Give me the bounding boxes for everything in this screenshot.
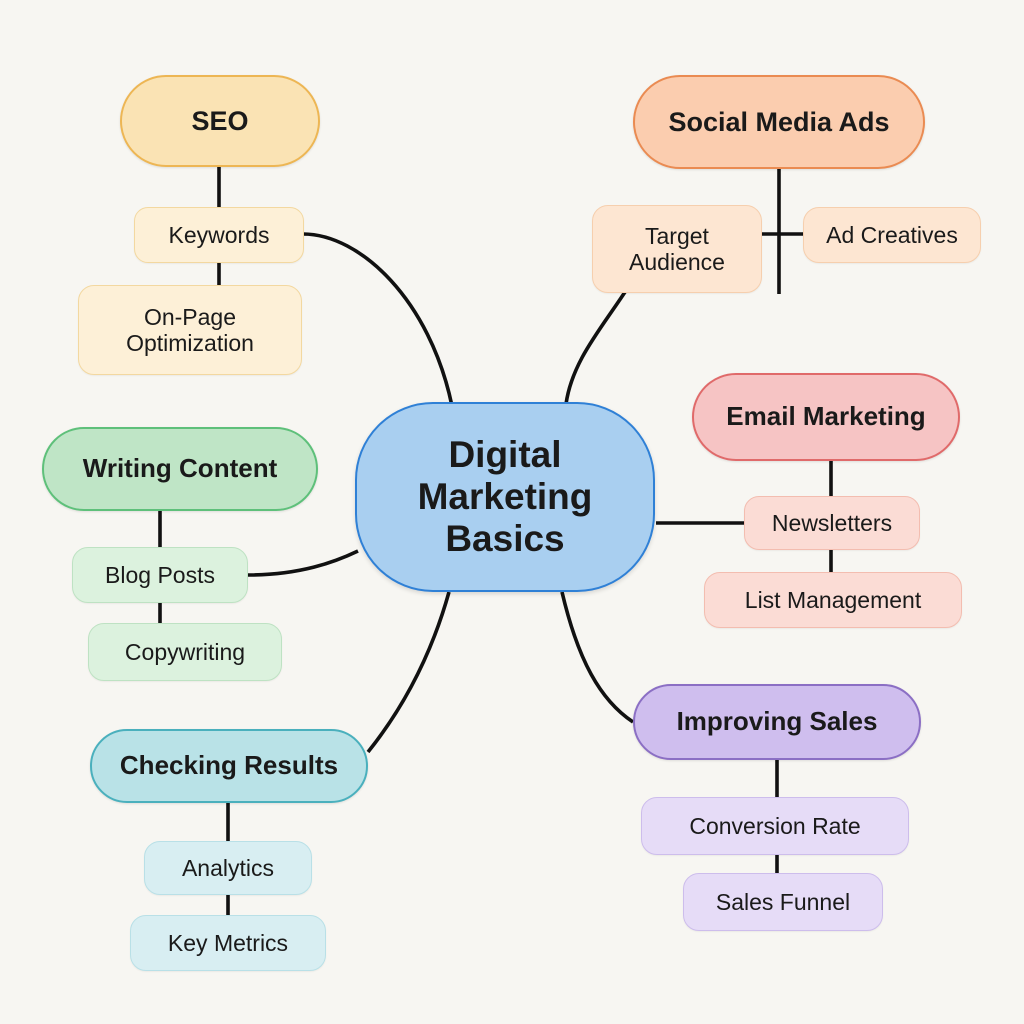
branch-node-email-marketing-label: Email Marketing [726, 401, 926, 432]
sub-node-target-audience[interactable]: Target Audience [592, 205, 762, 293]
branch-node-improving-sales[interactable]: Improving Sales [633, 684, 921, 760]
central-node-label: Digital Marketing Basics [417, 433, 593, 560]
sub-node-conversion-rate-label: Conversion Rate [689, 812, 861, 839]
sub-node-ad-creatives-label: Ad Creatives [826, 221, 958, 248]
sub-node-sales-funnel[interactable]: Sales Funnel [683, 873, 883, 931]
sub-node-newsletters[interactable]: Newsletters [744, 496, 920, 550]
sub-node-copywriting-label: Copywriting [124, 638, 246, 665]
branch-node-checking-results[interactable]: Checking Results [90, 729, 368, 803]
branch-node-improving-sales-label: Improving Sales [676, 706, 878, 737]
branch-node-seo[interactable]: SEO [120, 75, 320, 167]
sub-node-keywords-label: Keywords [168, 221, 270, 248]
sub-node-blog-posts-label: Blog Posts [105, 561, 215, 588]
edge-center-target-audience [564, 291, 627, 405]
sub-node-on-page-optimization[interactable]: On-Page Optimization [78, 285, 302, 375]
sub-node-sales-funnel-label: Sales Funnel [715, 888, 851, 915]
sub-node-analytics[interactable]: Analytics [144, 841, 312, 895]
central-node[interactable]: Digital Marketing Basics [355, 402, 655, 592]
branch-node-social-media-ads[interactable]: Social Media Ads [633, 75, 925, 169]
edge-center-checking-results [366, 591, 451, 754]
branch-node-writing-content[interactable]: Writing Content [42, 427, 318, 511]
sub-node-keywords[interactable]: Keywords [134, 207, 304, 263]
sub-node-blog-posts[interactable]: Blog Posts [72, 547, 248, 603]
sub-node-target-audience-label: Target Audience [629, 222, 725, 275]
branch-node-email-marketing[interactable]: Email Marketing [692, 373, 960, 461]
sub-node-copywriting[interactable]: Copywriting [88, 623, 282, 681]
sub-node-newsletters-label: Newsletters [771, 509, 893, 536]
branch-node-checking-results-label: Checking Results [119, 750, 339, 781]
sub-node-analytics-label: Analytics [181, 854, 275, 881]
sub-node-list-management-label: List Management [744, 586, 922, 613]
edge-center-improving-sales [560, 591, 634, 724]
branch-node-writing-content-label: Writing Content [82, 453, 278, 484]
sub-node-key-metrics-label: Key Metrics [167, 929, 289, 956]
branch-node-seo-label: SEO [191, 105, 249, 136]
sub-node-list-management[interactable]: List Management [704, 572, 962, 628]
sub-node-conversion-rate[interactable]: Conversion Rate [641, 797, 909, 855]
branch-node-social-media-ads-label: Social Media Ads [668, 106, 890, 137]
sub-node-key-metrics[interactable]: Key Metrics [130, 915, 326, 971]
sub-node-ad-creatives[interactable]: Ad Creatives [803, 207, 981, 263]
sub-node-on-page-optimization-label: On-Page Optimization [126, 303, 254, 356]
edge-center-keywords [302, 232, 454, 407]
edge-center-blogposts [247, 549, 359, 577]
